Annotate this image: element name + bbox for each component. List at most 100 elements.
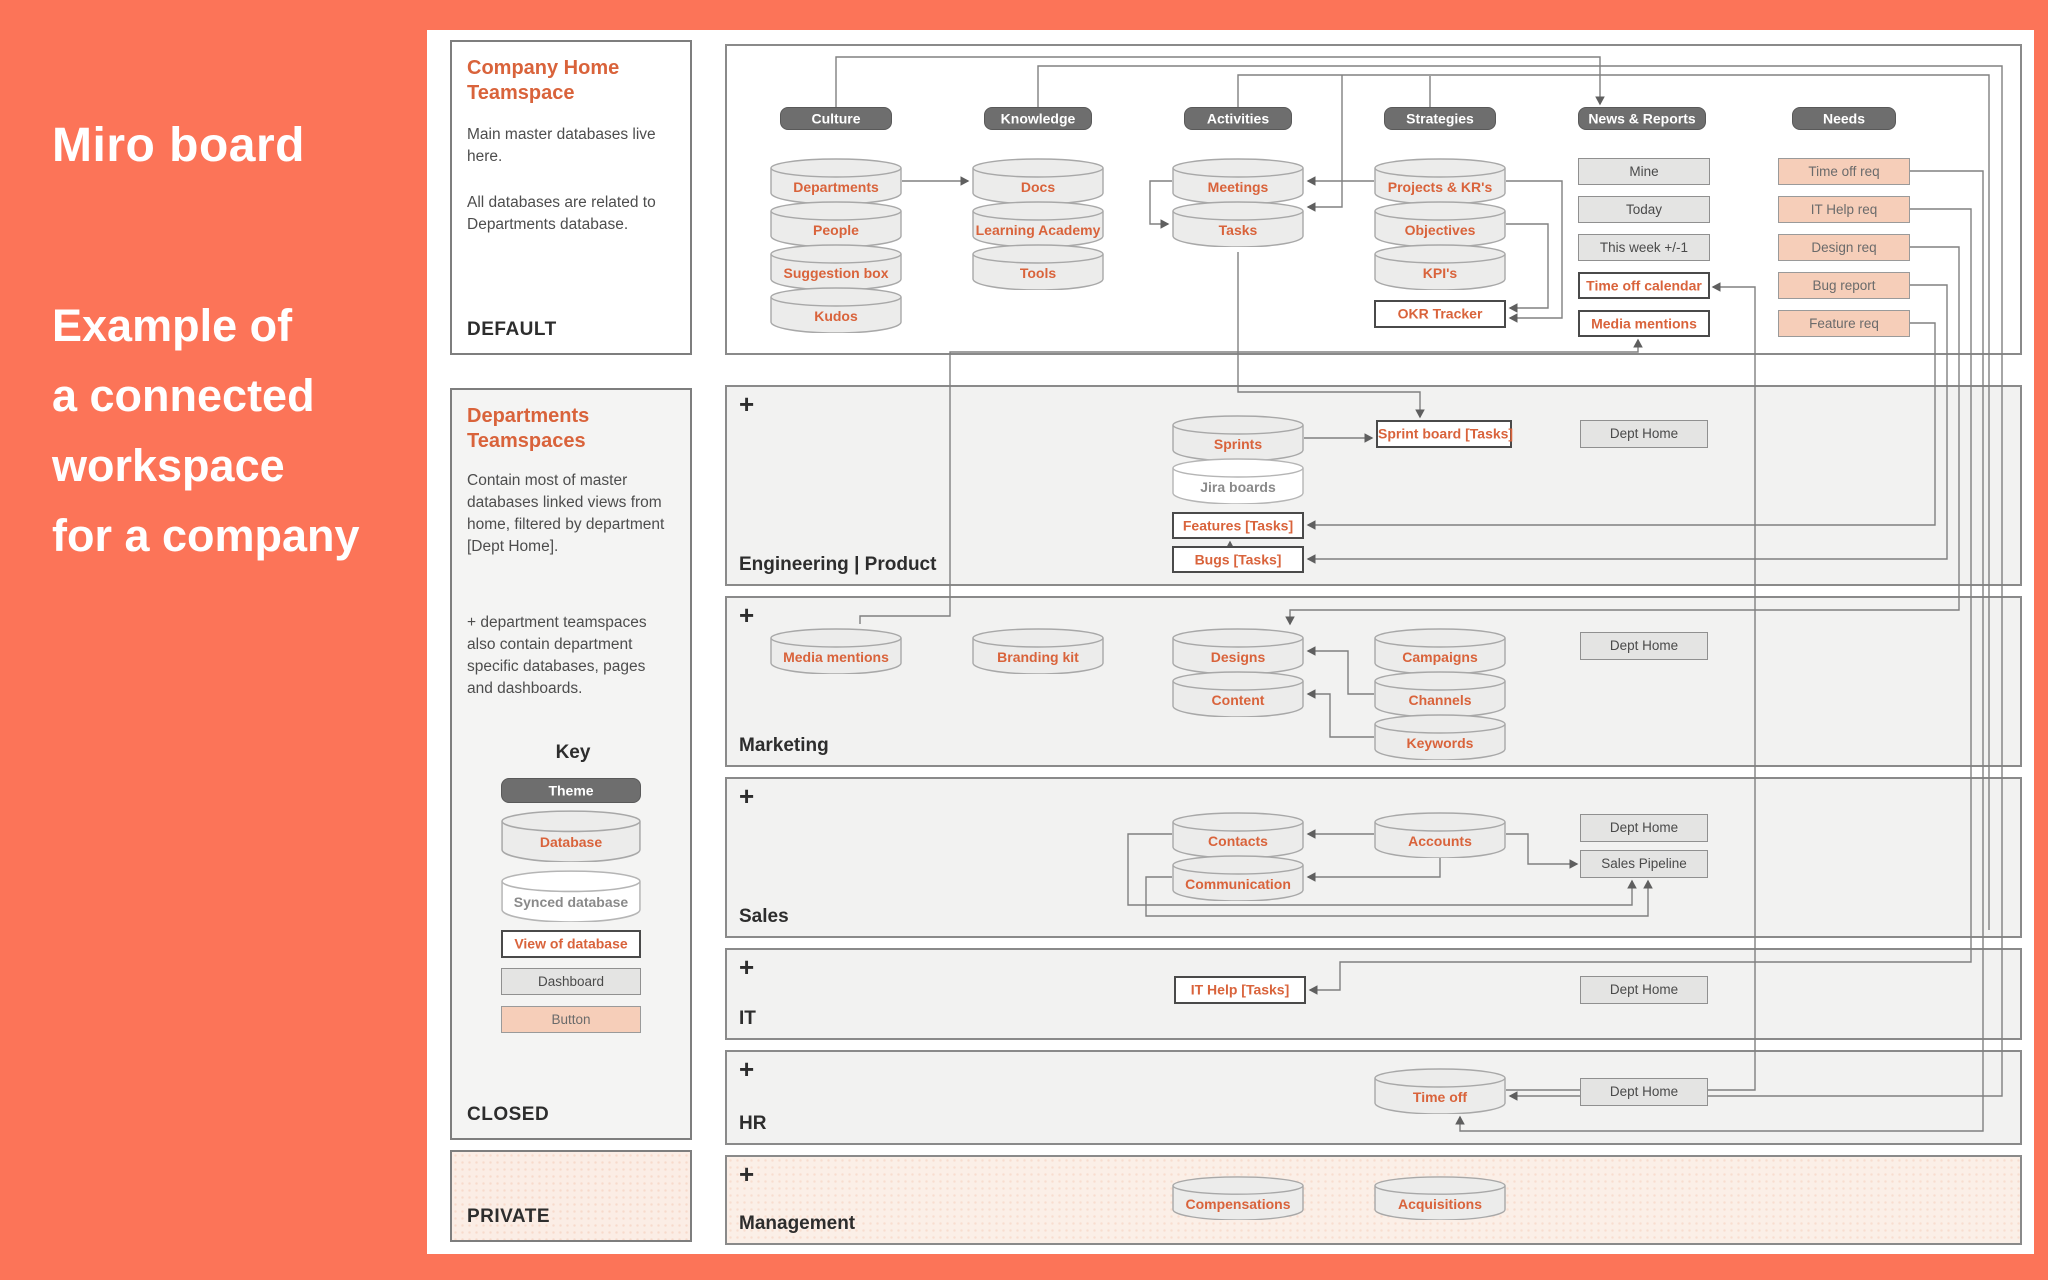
db-suggestion-box[interactable]: Suggestion box	[770, 244, 902, 290]
key-synced-database[interactable]: Synced database	[501, 870, 641, 922]
frame-marketing[interactable]: + Marketing	[725, 596, 2022, 767]
db-kudos[interactable]: Kudos	[770, 287, 902, 333]
view-sprint-board[interactable]: Sprint board [Tasks]	[1376, 420, 1514, 448]
view-features-tasks-label: Features [Tasks]	[1182, 517, 1294, 534]
db-keywords[interactable]: Keywords	[1374, 714, 1506, 760]
view-bugs-tasks[interactable]: Bugs [Tasks]	[1172, 546, 1304, 573]
dash-this-week[interactable]: This week +/-1	[1578, 234, 1710, 261]
view-okr-tracker[interactable]: OKR Tracker	[1374, 300, 1506, 328]
dash-today[interactable]: Today	[1578, 196, 1710, 223]
db-campaigns-label: Campaigns	[1402, 649, 1478, 666]
view-features-tasks[interactable]: Features [Tasks]	[1172, 512, 1304, 539]
theme-pill-strategies-label: Strategies	[1406, 110, 1474, 127]
theme-pill-strategies[interactable]: Strategies	[1384, 107, 1496, 130]
db-sprints-label: Sprints	[1213, 436, 1263, 453]
db-tasks[interactable]: Tasks	[1172, 201, 1304, 247]
button-design-req[interactable]: Design req	[1778, 234, 1910, 261]
button-bug-report[interactable]: Bug report	[1778, 272, 1910, 299]
dash-mine[interactable]: Mine	[1578, 158, 1710, 185]
button-bug-report-label: Bug report	[1812, 277, 1876, 293]
key-synced-database-label: Synced database	[513, 893, 629, 910]
db-designs[interactable]: Designs	[1172, 628, 1304, 674]
theme-pill-needs-label: Needs	[1822, 110, 1866, 127]
key-dashboard[interactable]: Dashboard	[501, 968, 641, 995]
view-media-mentions-label: Media mentions	[1591, 315, 1697, 332]
company-home-teamspace-box[interactable]: Company Home Teamspace Main master datab…	[450, 40, 692, 355]
db-campaigns[interactable]: Campaigns	[1374, 628, 1506, 674]
theme-pill-knowledge[interactable]: Knowledge	[984, 107, 1092, 130]
frame-plus-icon: +	[739, 952, 755, 982]
db-communication-label: Communication	[1185, 876, 1291, 893]
intro-subtitle-line: for a company	[52, 510, 360, 561]
key-database-label: Database	[539, 833, 603, 850]
dash-dept-home-it-label: Dept Home	[1609, 982, 1679, 998]
db-jira-boards[interactable]: Jira boards	[1172, 458, 1304, 504]
frame-sales[interactable]: + Sales	[725, 777, 2022, 938]
frame-label-hr: HR	[739, 1113, 767, 1134]
db-content[interactable]: Content	[1172, 671, 1304, 717]
db-channels[interactable]: Channels	[1374, 671, 1506, 717]
dash-dept-home-engineering[interactable]: Dept Home	[1580, 420, 1708, 448]
frame-management[interactable]: + Management	[725, 1155, 2022, 1245]
frame-engineering[interactable]: + Engineering | Product	[725, 385, 2022, 586]
key-theme[interactable]: Theme	[501, 778, 641, 803]
db-objectives[interactable]: Objectives	[1374, 201, 1506, 247]
db-docs[interactable]: Docs	[972, 158, 1104, 204]
dash-dept-home-hr[interactable]: Dept Home	[1580, 1078, 1708, 1106]
db-communication[interactable]: Communication	[1172, 855, 1304, 901]
db-learning-academy[interactable]: Learning Academy	[972, 201, 1104, 247]
db-sprints[interactable]: Sprints	[1172, 415, 1304, 461]
button-time-off-req-label: Time off req	[1808, 163, 1880, 179]
dash-dept-home-marketing[interactable]: Dept Home	[1580, 632, 1708, 660]
key-database[interactable]: Database	[501, 810, 641, 862]
button-feature-req[interactable]: Feature req	[1778, 310, 1910, 337]
db-contacts-label: Contacts	[1208, 833, 1268, 850]
frame-plus-icon: +	[739, 1054, 755, 1084]
db-accounts[interactable]: Accounts	[1374, 812, 1506, 858]
db-kpis[interactable]: KPI's	[1374, 244, 1506, 290]
db-contacts[interactable]: Contacts	[1172, 812, 1304, 858]
db-compensations-label: Compensations	[1185, 1196, 1291, 1213]
intro-subtitle: Example of a connected workspace for a c…	[52, 291, 412, 571]
db-tools[interactable]: Tools	[972, 244, 1104, 290]
intro-panel: Miro board Example of a connected worksp…	[52, 118, 412, 571]
db-objectives-label: Objectives	[1404, 222, 1476, 239]
theme-pill-news-reports[interactable]: News & Reports	[1578, 107, 1706, 130]
view-bugs-tasks-label: Bugs [Tasks]	[1194, 551, 1282, 568]
key-button[interactable]: Button	[501, 1006, 641, 1033]
dash-dept-home-sales[interactable]: Dept Home	[1580, 814, 1708, 842]
dash-sales-pipeline[interactable]: Sales Pipeline	[1580, 850, 1708, 878]
db-departments[interactable]: Departments	[770, 158, 902, 204]
db-media-mentions[interactable]: Media mentions	[770, 628, 902, 674]
dash-dept-home-it[interactable]: Dept Home	[1580, 976, 1708, 1004]
view-time-off-calendar-label: Time off calendar	[1586, 277, 1702, 294]
theme-pill-culture[interactable]: Culture	[780, 107, 892, 130]
db-content-label: Content	[1211, 692, 1265, 709]
button-it-help-req[interactable]: IT Help req	[1778, 196, 1910, 223]
db-branding-kit-label: Branding kit	[997, 649, 1079, 666]
view-time-off-calendar[interactable]: Time off calendar	[1578, 272, 1710, 299]
db-meetings[interactable]: Meetings	[1172, 158, 1304, 204]
frame-label-marketing: Marketing	[739, 735, 829, 756]
db-departments-label: Departments	[793, 179, 879, 196]
view-sprint-board-label: Sprint board [Tasks]	[1378, 425, 1514, 442]
frame-hr[interactable]: + HR	[725, 1050, 2022, 1145]
db-compensations[interactable]: Compensations	[1172, 1176, 1304, 1220]
db-projects-krs[interactable]: Projects & KR's	[1374, 158, 1506, 204]
departments-teamspaces-box[interactable]: Departments Teamspaces Contain most of m…	[450, 388, 692, 1140]
key-view-of-database[interactable]: View of database	[501, 930, 641, 958]
db-time-off[interactable]: Time off	[1374, 1068, 1506, 1114]
theme-pill-needs[interactable]: Needs	[1792, 107, 1896, 130]
private-teamspace-box[interactable]: PRIVATE	[450, 1150, 692, 1242]
view-it-help-tasks[interactable]: IT Help [Tasks]	[1174, 976, 1306, 1004]
db-branding-kit[interactable]: Branding kit	[972, 628, 1104, 674]
departments-paragraph: + department teamspaces also contain dep…	[467, 614, 647, 697]
view-media-mentions[interactable]: Media mentions	[1578, 310, 1710, 337]
button-time-off-req[interactable]: Time off req	[1778, 158, 1910, 185]
frame-it[interactable]: + IT	[725, 948, 2022, 1040]
theme-pill-activities[interactable]: Activities	[1184, 107, 1292, 130]
db-people[interactable]: People	[770, 201, 902, 247]
db-projects-krs-label: Projects & KR's	[1387, 179, 1493, 196]
db-acquisitions[interactable]: Acquisitions	[1374, 1176, 1506, 1220]
